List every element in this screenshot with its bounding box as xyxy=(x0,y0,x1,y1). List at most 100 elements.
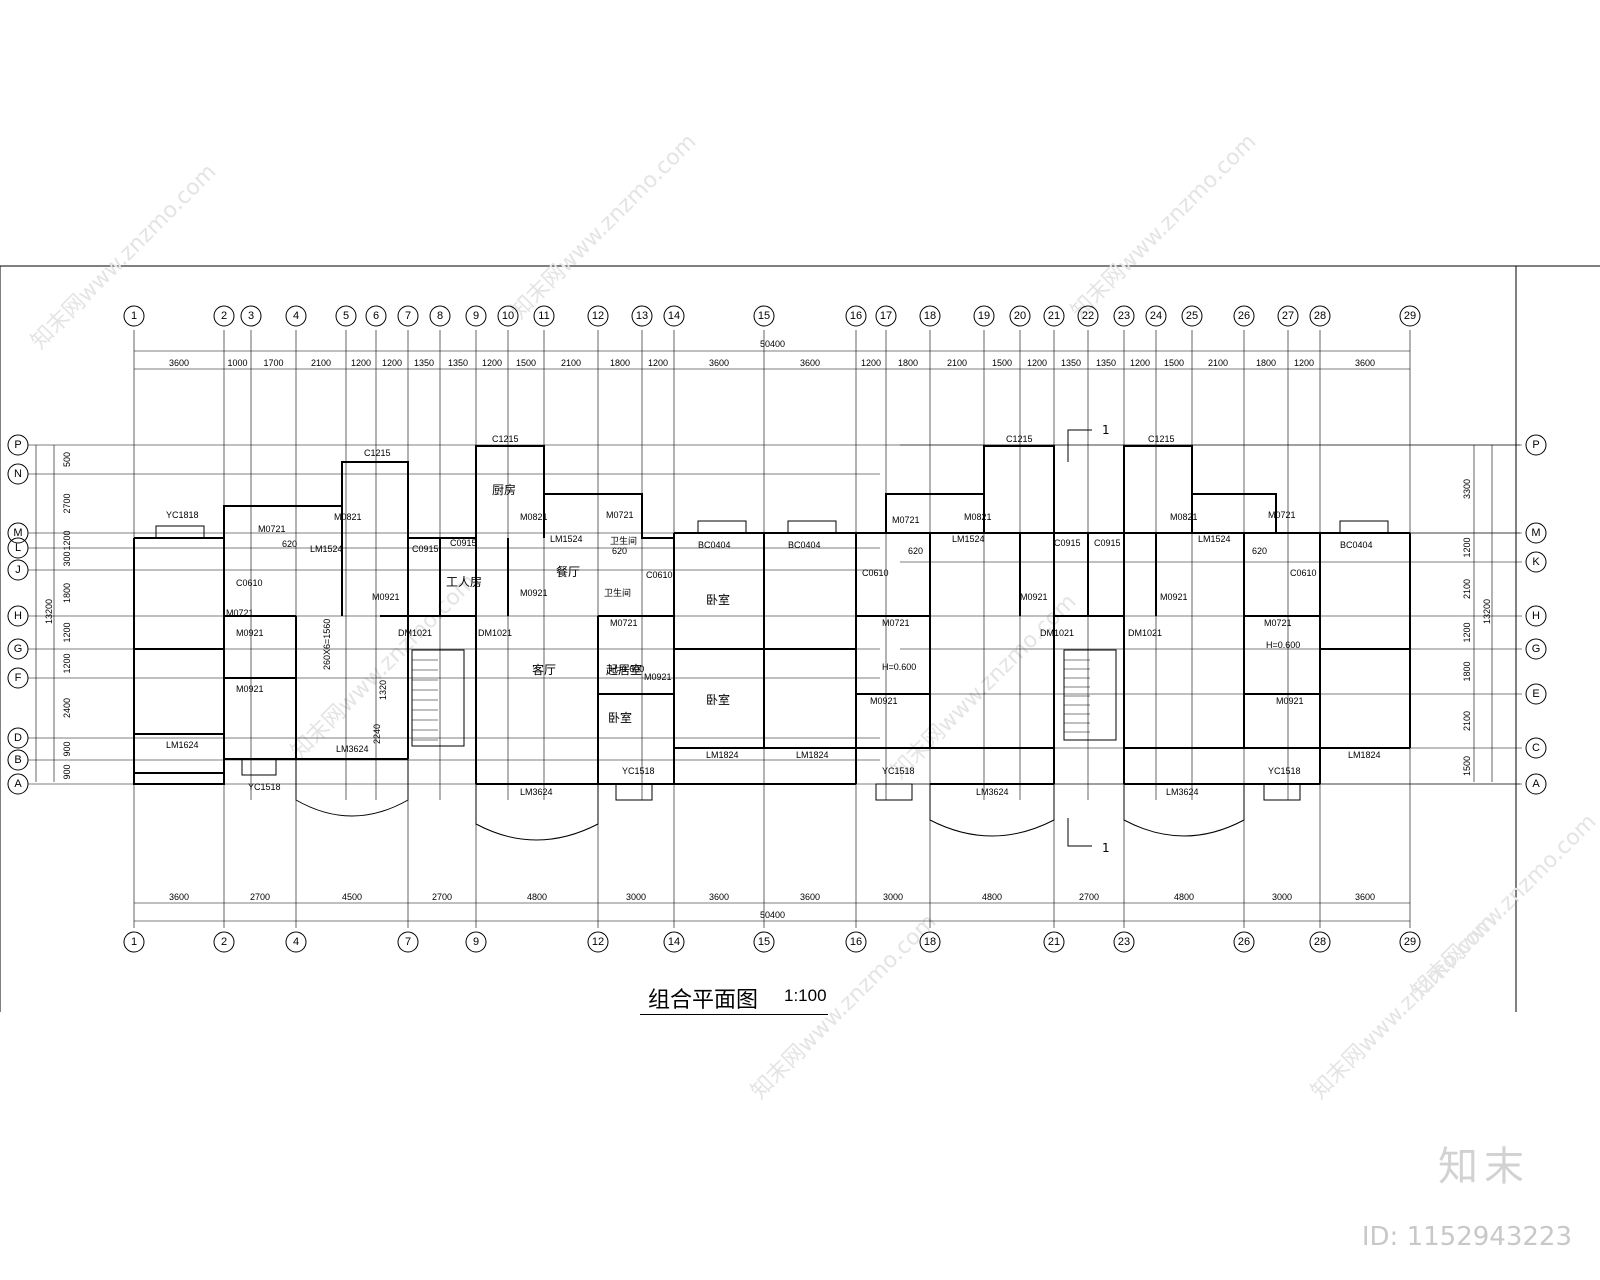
dimension-left-2: 1200 xyxy=(62,530,72,550)
component-tag: M0821 xyxy=(520,512,548,522)
sheet-frame xyxy=(0,265,1600,1012)
axis-bubble-bottom-1 xyxy=(123,931,145,953)
component-tag: LM1524 xyxy=(952,534,985,544)
room-labels: 厨房 工人房 餐厅 客厅 卧室 卧室 卧室 起居室 卫生间 卫生间 xyxy=(446,482,730,725)
axis-label-bottom-18: 18 xyxy=(924,936,936,948)
dimension-top-13: 3600 xyxy=(709,358,729,368)
component-tag: M0921 xyxy=(372,592,400,602)
axis-label-top-29: 29 xyxy=(1404,310,1416,322)
dimension-right-5: 2100 xyxy=(1462,711,1472,731)
dimension-right-3: 1200 xyxy=(1462,622,1472,642)
component-tag: C0915 xyxy=(1094,538,1121,548)
dimension-top-16: 1800 xyxy=(898,358,918,368)
component-tag: M0721 xyxy=(258,524,286,534)
axis-bubble-right-E xyxy=(1525,683,1547,705)
dimension-left-5: 1200 xyxy=(62,622,72,642)
component-tag: 620 xyxy=(282,539,297,549)
axis-label-bottom-16: 16 xyxy=(850,936,862,948)
component-tag: M0921 xyxy=(1160,592,1188,602)
component-tag: 620 xyxy=(908,546,923,556)
axis-bubble-bottom-16 xyxy=(845,931,867,953)
axis-label-bottom-4: 4 xyxy=(293,936,299,948)
room-bedroom-3: 卧室 xyxy=(608,710,632,725)
dimension-top-0: 3600 xyxy=(169,358,189,368)
axis-label-top-24: 24 xyxy=(1150,310,1162,322)
axis-bubble-top-27 xyxy=(1277,305,1299,327)
total-dimension-top: 50400 xyxy=(760,339,785,349)
component-tag: C0610 xyxy=(862,568,889,578)
axis-bubble-right-G xyxy=(1525,638,1547,660)
component-tag: YC1518 xyxy=(248,782,281,792)
dimension-top-6: 1350 xyxy=(414,358,434,368)
axis-bubble-bottom-9 xyxy=(465,931,487,953)
section-mark-bottom: 1 xyxy=(1102,841,1110,855)
axis-bubble-left-G xyxy=(7,638,29,660)
component-tag: LM1524 xyxy=(310,544,343,554)
axis-bubble-top-5 xyxy=(335,305,357,327)
title-underline xyxy=(640,1014,828,1015)
room-living: 客厅 xyxy=(532,662,556,677)
axis-label-top-5: 5 xyxy=(343,310,349,322)
brand-watermark: 知末 xyxy=(1438,1144,1530,1190)
component-tag: YC1518 xyxy=(1268,766,1301,776)
component-tag: C0610 xyxy=(236,578,263,588)
axis-bubble-top-23 xyxy=(1113,305,1135,327)
dimension-top-2: 1700 xyxy=(263,358,283,368)
axis-bubble-left-D xyxy=(7,727,29,749)
dimension-top-22: 1200 xyxy=(1130,358,1150,368)
axis-bubble-top-24 xyxy=(1145,305,1167,327)
axis-bubble-right-P xyxy=(1525,434,1547,456)
component-tag: C1215 xyxy=(1006,434,1033,444)
axis-label-right-A: A xyxy=(1532,778,1540,790)
component-tag: M0721 xyxy=(226,608,254,618)
axis-bubble-top-10 xyxy=(497,305,519,327)
dimension-top-10: 2100 xyxy=(561,358,581,368)
axis-bubble-top-21 xyxy=(1043,305,1065,327)
left-total-dimension: 13200 xyxy=(44,599,54,624)
dimension-top-1: 1000 xyxy=(227,358,247,368)
axis-label-left-M: M xyxy=(13,527,22,539)
axis-bubble-left-J xyxy=(7,559,29,581)
dimension-top-25: 1800 xyxy=(1256,358,1276,368)
axis-label-left-N: N xyxy=(14,468,22,480)
axis-bubble-top-19 xyxy=(973,305,995,327)
axis-bubble-bottom-23 xyxy=(1113,931,1135,953)
component-tag: LM3624 xyxy=(520,787,553,797)
component-tag: M0821 xyxy=(964,512,992,522)
component-tag: LM1824 xyxy=(706,750,739,760)
dimension-bottom-1: 2700 xyxy=(250,892,270,902)
dimension-top-14: 3600 xyxy=(800,358,820,368)
axis-bubble-top-4 xyxy=(285,305,307,327)
axis-label-top-20: 20 xyxy=(1014,310,1026,322)
component-tag: M0821 xyxy=(334,512,362,522)
component-tag: M0721 xyxy=(610,618,638,628)
right-total-dimension: 13200 xyxy=(1482,599,1492,624)
total-dimension-bottom: 50400 xyxy=(760,910,785,920)
component-tag: M0921 xyxy=(236,684,264,694)
axis-label-right-G: G xyxy=(1532,643,1541,655)
axis-label-right-M: M xyxy=(1531,527,1540,539)
component-tag: C0915 xyxy=(412,544,439,554)
axis-label-top-8: 8 xyxy=(437,310,443,322)
component-tag: 620 xyxy=(612,546,627,556)
component-tag: C1215 xyxy=(492,434,519,444)
dimension-bottom-6: 3600 xyxy=(709,892,729,902)
axis-bubble-top-6 xyxy=(365,305,387,327)
component-tag: LM1524 xyxy=(550,534,583,544)
axis-label-left-H: H xyxy=(14,610,22,622)
dimension-top-21: 1350 xyxy=(1096,358,1116,368)
component-tag: M0721 xyxy=(1264,618,1292,628)
axis-label-bottom-12: 12 xyxy=(592,936,604,948)
axis-bubble-left-L xyxy=(7,537,29,559)
dimension-left-7: 2400 xyxy=(62,698,72,718)
room-kitchen-1: 厨房 xyxy=(492,482,516,497)
image-id: ID: 1152943223 xyxy=(1361,1222,1572,1252)
watermark-text: 知末网www.znzmo.com xyxy=(1407,809,1600,1004)
axis-label-top-22: 22 xyxy=(1082,310,1094,322)
dimension-bottom-13: 3600 xyxy=(1355,892,1375,902)
axis-label-bottom-26: 26 xyxy=(1238,936,1250,948)
axis-bubble-left-N xyxy=(7,463,29,485)
dimension-bottom-3: 2700 xyxy=(432,892,452,902)
axis-label-right-C: C xyxy=(1532,742,1540,754)
